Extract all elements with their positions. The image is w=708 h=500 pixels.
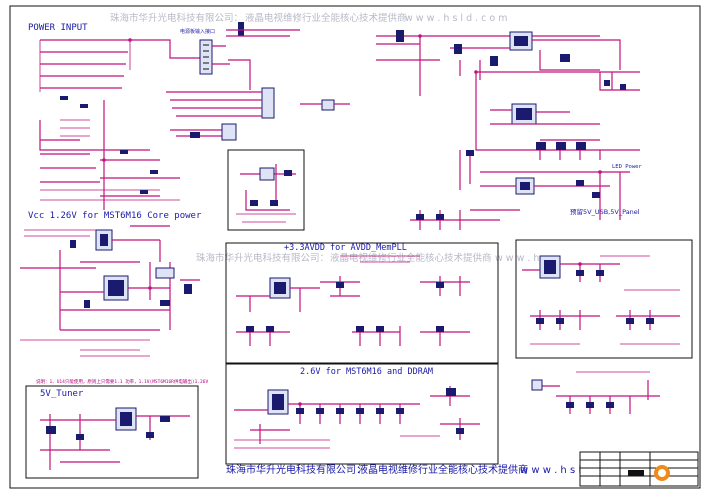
core-power-circuit xyxy=(20,225,200,357)
ddr-circuit xyxy=(234,386,480,449)
watermark-company-top: 珠海市华升光电科技有限公司： xyxy=(110,12,243,24)
label-power-board-input: 电源板输入接口 xyxy=(180,28,215,35)
junction-dots xyxy=(102,34,602,406)
right-regulator-circuit xyxy=(522,255,680,345)
title-avdd: +3.3AVDD for AVDD_MemPLL xyxy=(284,243,407,253)
small-regulator-circuit xyxy=(236,164,296,223)
tuner-circuit xyxy=(40,407,190,470)
avdd-circuit xyxy=(236,255,470,346)
box-right-regulators xyxy=(515,239,693,359)
title-power-input: POWER INPUT xyxy=(28,23,88,33)
bottom-right-circuit xyxy=(531,371,660,414)
watermark-slogan-mid: 液晶电视维修行业全能核心技术提供商 xyxy=(330,252,492,264)
watermark-company-mid: 珠海市华升光电科技有限公司： xyxy=(196,252,329,264)
top-right-regulators xyxy=(376,30,640,230)
title-block xyxy=(579,451,699,487)
watermark-web-top: w w w . h s l d . c o m xyxy=(405,13,508,24)
box-small-regulator xyxy=(227,149,305,231)
title-core-power: Vcc 1.26V for MST6M16 Core power xyxy=(28,211,202,221)
watermark-slogan-bottom: 液晶电视维修行业全能核心技术提供商 xyxy=(358,463,528,476)
inductor xyxy=(155,267,175,279)
box-ddr xyxy=(225,363,499,465)
watermark-web-mid: w w w . h s xyxy=(495,253,547,264)
label-led-power: LED Power xyxy=(612,164,642,170)
sheet-border xyxy=(9,5,701,489)
title-tuner: 5V_Tuner xyxy=(40,389,84,399)
label-panel-power: 预留5V_USB,5V_Panel xyxy=(570,207,640,216)
title-ddr: 2.6V for MST6M16 and DDRAM xyxy=(300,367,433,377)
watermark-web-bottom: w w w . h s l xyxy=(520,465,581,476)
watermark-company-bottom: 珠海市华升光电科技有限公司： xyxy=(226,463,366,476)
watermark-slogan-top: 液晶电视维修行业全能核心技术提供商 xyxy=(245,12,407,24)
label-design-note: 说明：1、U14只能使用，原则上只需要1.1 功率，1.1V(MST6M16R供… xyxy=(36,378,208,385)
power-input-area xyxy=(39,22,350,210)
box-avdd xyxy=(225,242,499,364)
input-connector-2 xyxy=(261,87,275,119)
box-tuner xyxy=(25,385,199,479)
